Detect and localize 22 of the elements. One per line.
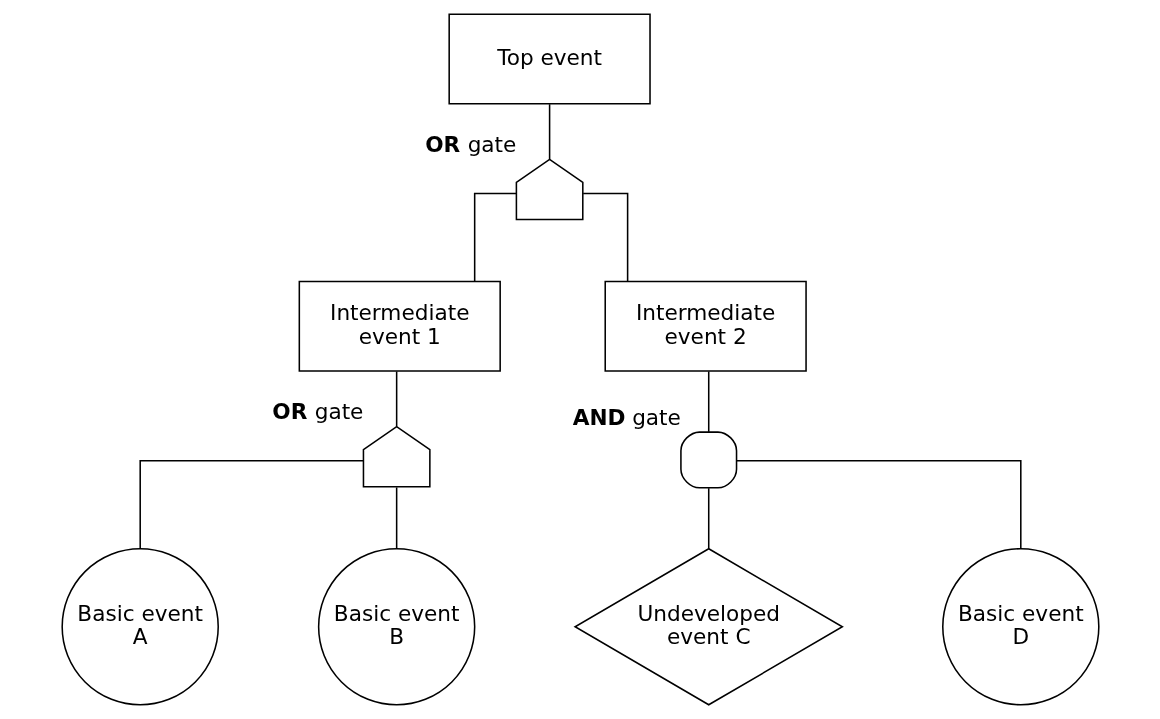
- connector: [395, 370, 397, 428]
- connector: [581, 192, 628, 283]
- node-dome: [679, 431, 737, 489]
- node-shield: [515, 158, 584, 221]
- node-circle: Basic event B: [317, 548, 475, 706]
- node-shield: [362, 425, 431, 488]
- connector: [473, 192, 517, 283]
- node-box: Top event: [447, 13, 651, 105]
- node-label: AND gate: [572, 404, 681, 430]
- connector: [138, 459, 364, 550]
- connector: [735, 459, 1022, 550]
- node-box: Intermediate event 2: [603, 280, 807, 372]
- node-circle: Basic event A: [60, 548, 219, 706]
- node-box: Intermediate event 1: [298, 280, 501, 372]
- node-label: OR gate: [424, 132, 516, 158]
- node-label: OR gate: [271, 399, 363, 425]
- node-diamond: Undeveloped event C: [573, 547, 844, 706]
- node-circle: Basic event D: [941, 548, 1100, 706]
- connector: [707, 487, 709, 550]
- connector: [548, 103, 550, 161]
- connector: [395, 486, 397, 549]
- connector: [707, 370, 709, 433]
